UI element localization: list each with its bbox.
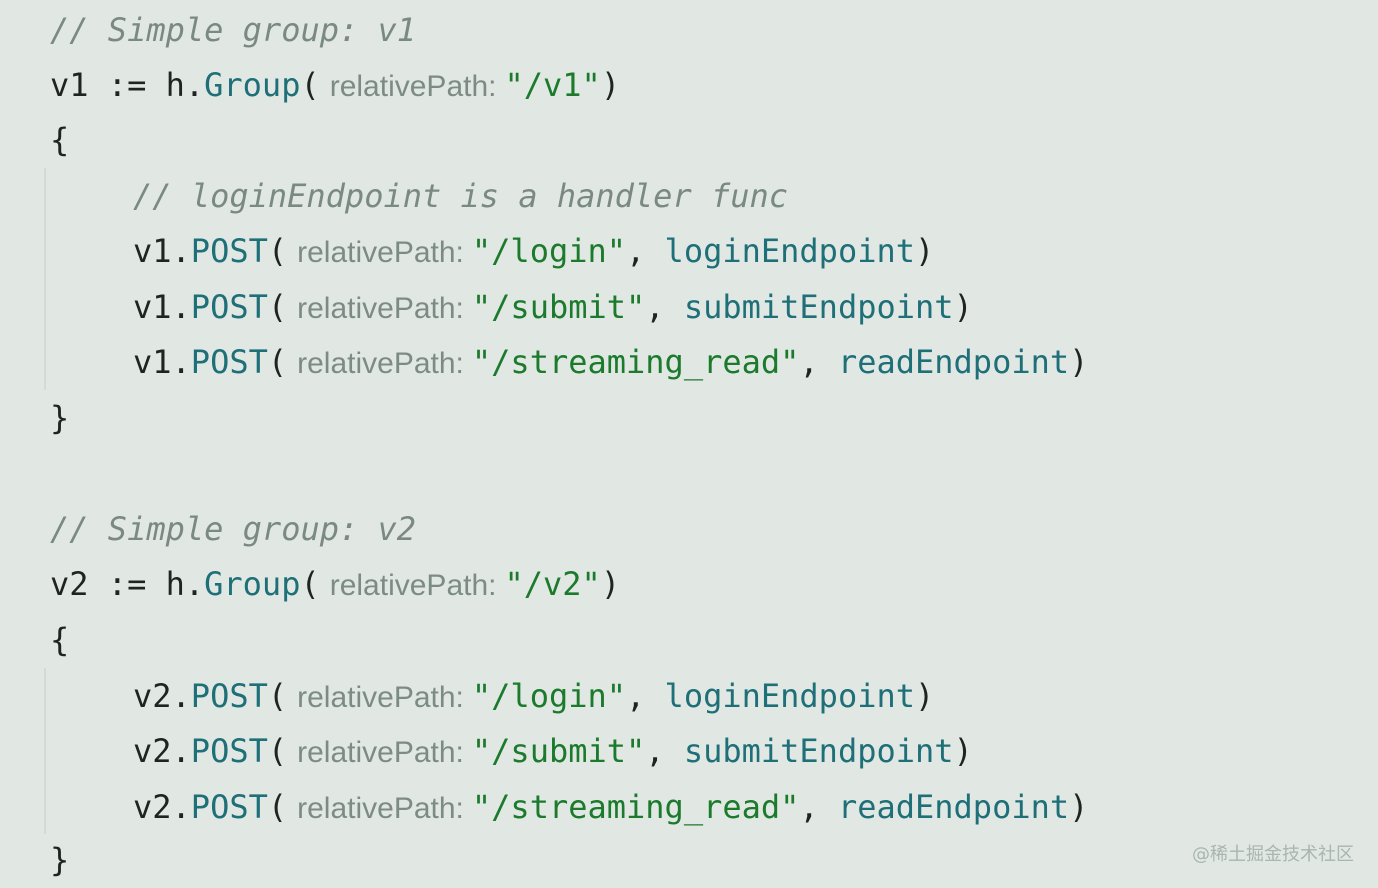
code-object: v1. [133, 288, 191, 326]
parameter-hint: relativePath: [329, 569, 497, 602]
separator: , [626, 677, 665, 715]
method-name: POST [190, 732, 268, 770]
indent-guide [44, 668, 46, 834]
paren-close: ) [915, 232, 935, 270]
string-literal: "/v2" [504, 565, 601, 603]
route-call: v2.POST( relativePath:"/submit", submitEn… [133, 723, 973, 779]
handler-name: submitEndpoint [683, 732, 954, 770]
string-literal: "/submit" [471, 732, 646, 770]
handler-name: loginEndpoint [664, 677, 915, 715]
code-object: v2. [133, 677, 191, 715]
paren-close: ) [915, 677, 935, 715]
handler-name: readEndpoint [837, 343, 1070, 381]
code-comment: // Simple group: v1 [50, 11, 417, 49]
paren-open: ( [267, 232, 288, 270]
paren-open: ( [267, 343, 288, 381]
method-name: POST [190, 677, 268, 715]
group-declaration: v1 := h.Group( relativePath:"/v1") [50, 57, 620, 113]
open-brace: { [50, 121, 70, 159]
paren-open: ( [267, 677, 288, 715]
paren-close: ) [600, 565, 621, 603]
route-call: v1.POST( relativePath:"/login", loginEndp… [133, 223, 934, 279]
route-call: v1.POST( relativePath:"/submit", submitEn… [133, 279, 973, 335]
separator: , [645, 288, 684, 326]
string-literal: "/v1" [504, 66, 601, 104]
method-name: POST [190, 343, 268, 381]
paren-close: ) [1069, 788, 1089, 826]
paren-open: ( [267, 288, 288, 326]
code-object: v2. [133, 788, 191, 826]
paren-open: ( [300, 66, 320, 104]
code-variable: v1 := h. [50, 66, 205, 104]
handler-name: loginEndpoint [664, 232, 915, 270]
open-brace: { [50, 621, 70, 659]
separator: , [626, 232, 665, 270]
code-object: v1. [133, 343, 191, 381]
parameter-hint: relativePath: [297, 792, 464, 825]
watermark: @稀土掘金技术社区 [1192, 844, 1354, 865]
string-literal: "/streaming_read" [471, 788, 800, 826]
paren-open: ( [267, 732, 288, 770]
parameter-hint: relativePath: [297, 292, 464, 325]
handler-name: submitEndpoint [683, 288, 954, 326]
method-name: POST [190, 232, 268, 270]
separator: , [799, 343, 838, 381]
paren-close: ) [953, 732, 973, 770]
separator: , [799, 788, 838, 826]
parameter-hint: relativePath: [297, 681, 464, 714]
string-literal: "/submit" [471, 288, 646, 326]
parameter-hint: relativePath: [329, 70, 497, 103]
string-literal: "/login" [471, 232, 627, 270]
function-name: Group [204, 565, 301, 603]
parameter-hint: relativePath: [297, 736, 464, 769]
close-brace: } [50, 841, 70, 879]
group-declaration: v2 := h.Group( relativePath:"/v2") [50, 556, 620, 612]
paren-open: ( [300, 565, 320, 603]
paren-close: ) [600, 66, 621, 104]
route-call: v1.POST(relativePath:"/streaming_read", … [133, 334, 1088, 390]
code-comment: // Simple group: v2 [50, 510, 417, 548]
paren-close: ) [1069, 343, 1089, 381]
paren-open: ( [267, 788, 288, 826]
paren-close: ) [953, 288, 973, 326]
string-literal: "/login" [471, 677, 627, 715]
separator: , [645, 732, 684, 770]
code-comment: // loginEndpoint is a handler func [133, 177, 789, 215]
route-call: v2.POST( relativePath:"/login", loginEndp… [133, 668, 934, 724]
parameter-hint: relativePath: [297, 236, 464, 269]
code-variable: v2 := h. [50, 565, 205, 603]
function-name: Group [204, 66, 301, 104]
handler-name: readEndpoint [837, 788, 1070, 826]
close-brace: } [50, 399, 70, 437]
code-object: v2. [133, 732, 191, 770]
string-literal: "/streaming_read" [471, 343, 800, 381]
code-object: v1. [133, 232, 191, 270]
method-name: POST [190, 788, 268, 826]
indent-guide [44, 168, 46, 390]
route-call: v2.POST(relativePath:"/streaming_read", … [133, 779, 1088, 835]
parameter-hint: relativePath: [297, 347, 464, 380]
method-name: POST [190, 288, 268, 326]
